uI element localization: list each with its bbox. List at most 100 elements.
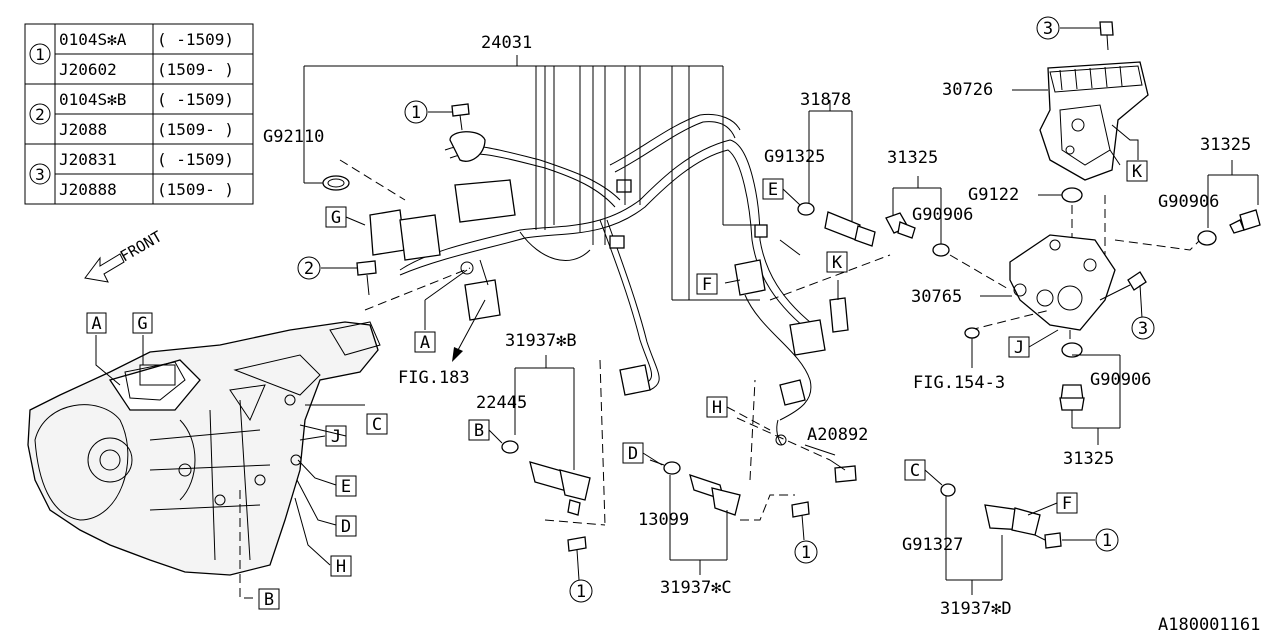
label-g90906-b: G90906 [1158,192,1219,212]
letter-box-a1: A [86,312,107,334]
letter-box-e2: E [762,178,784,200]
svg-text:3: 3 [1043,19,1053,39]
svg-text:F: F [702,275,712,295]
letter-box-b2: B [468,419,490,441]
sensor-31937d [940,483,1095,595]
letter-box-k3: K [1126,160,1148,182]
label-a20892: A20892 [807,425,868,445]
label-24031: 24031 [481,33,532,53]
callout-1-d: 1 [1095,528,1119,552]
sensor-31325-bottom [964,327,1121,445]
letter-box-j2: J [1008,336,1030,358]
label-31937d: 31937✻D [940,599,1012,619]
svg-text:C: C [910,461,920,481]
svg-text:H: H [712,398,722,418]
label-30765: 30765 [911,287,962,307]
svg-text:1: 1 [1102,531,1112,551]
letter-box-c1: C [366,413,388,435]
svg-text:G: G [137,314,147,334]
sensor-31878 [797,100,876,247]
reference-table: 1 2 3 0104S✻A ( -1509) J20602 (1509- ) 0… [24,23,254,205]
front-label: FRONT [117,227,165,265]
svg-text:A: A [91,314,101,334]
svg-text:J: J [331,427,341,447]
callout-1-c: 1 [794,540,818,564]
label-g91325: G91325 [764,147,825,167]
letter-box-f2: F [696,273,718,295]
letter-box-a2: A [414,331,436,353]
label-g9122: G9122 [968,185,1019,205]
label-fig154: FIG.154-3 [913,373,1005,393]
table-range-0: ( -1509) [157,30,234,49]
leader-24031 [303,55,760,301]
label-fig183: FIG.183 [398,368,470,388]
label-31878: 31878 [800,90,851,110]
svg-text:2: 2 [304,259,314,279]
svg-text:1: 1 [801,543,811,563]
letter-box-e1: E [335,475,357,497]
letter-box-h2: H [706,396,728,418]
svg-text:K: K [1132,162,1143,182]
label-g91327: G91327 [902,535,963,555]
label-g92110: G92110 [263,127,324,147]
table-num-1: 1 [35,45,45,64]
letter-box-d1: D [335,515,357,537]
svg-text:B: B [264,590,274,610]
label-31325-c: 31325 [1063,449,1114,469]
label-13099: 13099 [638,510,689,530]
label-31937c: 31937✻C [660,578,732,598]
table-part-1: J20602 [59,60,117,79]
svg-text:D: D [628,444,638,464]
callout-1-b: 1 [569,579,593,603]
table-part-2: 0104S✻B [59,90,126,109]
label-31325-a: 31325 [887,148,938,168]
svg-text:E: E [768,180,778,200]
svg-text:F: F [1062,494,1072,514]
letter-box-k2: K [826,251,848,273]
table-part-4: J20831 [59,150,117,169]
bolt-a20892 [736,417,857,483]
transmission-assembly [27,321,381,576]
sensor-31325-left [885,176,1011,291]
sensor-31937c [649,379,810,575]
callout-3-top: 3 [1036,16,1060,40]
label-g90906-a: G90906 [912,205,973,225]
letter-box-h1: H [330,555,352,577]
table-range-3: (1509- ) [157,120,234,139]
label-30726: 30726 [942,80,993,100]
svg-text:C: C [372,415,382,435]
svg-text:J: J [1014,338,1024,358]
callout-2-left: 2 [297,256,321,280]
svg-text:G: G [331,208,341,228]
svg-text:D: D [341,517,351,537]
table-range-5: (1509- ) [157,180,234,199]
table-part-0: 0104S✻A [59,30,127,49]
wiring-harness-24031 [369,113,849,446]
svg-text:E: E [341,477,351,497]
letter-box-b1: B [258,588,280,610]
label-22445: 22445 [476,393,527,413]
table-part-5: J20888 [59,180,117,199]
letter-box-c2: C [904,459,926,481]
letter-box-j1: J [325,425,347,447]
front-arrow-icon: FRONT [84,227,165,283]
letter-box-d2: D [622,442,644,464]
table-part-3: J2088 [59,120,107,139]
sensor-31325-right [1197,160,1261,246]
svg-text:A: A [420,333,430,353]
letter-box-f3: F [1056,492,1078,514]
bolt-2-left [321,260,377,296]
table-range-4: ( -1509) [157,150,234,169]
svg-text:1: 1 [576,582,586,602]
label-g90906-c: G90906 [1090,370,1151,390]
svg-text:1: 1 [411,103,421,123]
table-num-2: 2 [35,105,45,124]
bolt-1-top [428,103,470,131]
valve-body-30726 [1012,21,1149,181]
diagram-id: A180001161 [1158,615,1260,635]
svg-text:3: 3 [1138,319,1148,339]
sensor-31937b [501,355,606,581]
label-31325-b: 31325 [1200,135,1251,155]
letter-box-g1: G [132,312,153,334]
